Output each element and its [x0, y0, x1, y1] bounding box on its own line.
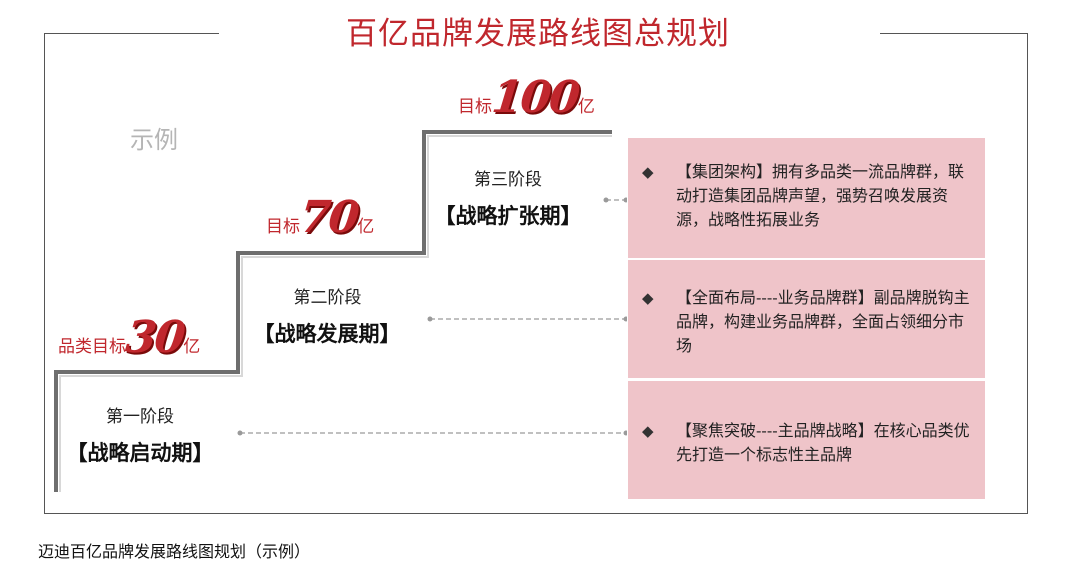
description-text-stage1: ◆ 【聚焦突破----主品牌战略】在核心品类优先打造一个标志性主品牌 — [642, 419, 972, 467]
target-stage2-prefix: 目标 — [266, 217, 300, 237]
description-box-stage3: ◆ 【集团架构】拥有多品类一流品牌群，联动打造集团品牌声望，强势召唤发展资源，战… — [627, 137, 986, 259]
diamond-bullet-icon: ◆ — [642, 163, 654, 181]
target-stage2-value: 70 — [297, 192, 360, 243]
target-stage3-value: 100 — [489, 72, 581, 123]
target-stage3: 目标100亿 — [458, 72, 595, 123]
target-stage3-prefix: 目标 — [458, 97, 492, 117]
connector-stage2-start-dot — [427, 316, 433, 322]
frame-left — [44, 33, 45, 513]
target-stage2-unit: 亿 — [357, 217, 375, 237]
frame-bottom — [44, 513, 1028, 514]
page-title: 百亿品牌发展路线图总规划 — [346, 16, 730, 52]
target-stage3-unit: 亿 — [577, 97, 595, 117]
diamond-bullet-icon: ◆ — [642, 422, 654, 440]
target-stage1-unit: 亿 — [183, 337, 201, 357]
description-text-stage3: ◆ 【集团架构】拥有多品类一流品牌群，联动打造集团品牌声望，强势召唤发展资源，战… — [642, 160, 972, 232]
target-stage1: 品类目标30亿 — [58, 312, 200, 363]
description-content-stage3: 【集团架构】拥有多品类一流品牌群，联动打造集团品牌声望，强势召唤发展资源，战略性… — [676, 162, 965, 229]
figure-caption: 迈迪百亿品牌发展路线图规划（示例） — [38, 542, 311, 561]
stage3-number: 第三阶段 — [474, 170, 542, 190]
target-stage1-prefix: 品类目标 — [58, 337, 126, 357]
stage2-number: 第二阶段 — [293, 288, 362, 308]
connector-stage3-start-dot — [603, 197, 609, 203]
target-stage2: 目标70亿 — [266, 192, 374, 243]
watermark-label: 示例 — [130, 126, 178, 154]
frame-right — [1027, 33, 1028, 513]
description-text-stage2: ◆ 【全面布局----业务品牌群】副品牌脱钩主品牌，构建业务品牌群，全面占领细分… — [642, 286, 972, 358]
description-box-stage2: ◆ 【全面布局----业务品牌群】副品牌脱钩主品牌，构建业务品牌群，全面占领细分… — [627, 259, 986, 379]
description-content-stage1: 【聚焦突破----主品牌战略】在核心品类优先打造一个标志性主品牌 — [676, 421, 970, 464]
staircase-outline — [54, 130, 612, 492]
staircase-shadow — [59, 135, 612, 492]
stage3-name: 【战略扩张期】 — [434, 203, 582, 228]
target-stage1-value: 30 — [123, 312, 186, 363]
description-content-stage2: 【全面布局----业务品牌群】副品牌脱钩主品牌，构建业务品牌群，全面占领细分市场 — [676, 288, 970, 355]
frame-top-left — [44, 33, 219, 34]
stage2-name: 【战略发展期】 — [253, 321, 401, 346]
stage1-number: 第一阶段 — [106, 407, 174, 427]
connector-stage1-start-dot — [237, 430, 243, 436]
frame-top-right — [880, 33, 1028, 34]
description-box-stage1: ◆ 【聚焦突破----主品牌战略】在核心品类优先打造一个标志性主品牌 — [627, 380, 986, 500]
stage1-name: 【战略启动期】 — [66, 440, 214, 465]
diamond-bullet-icon: ◆ — [642, 289, 654, 307]
